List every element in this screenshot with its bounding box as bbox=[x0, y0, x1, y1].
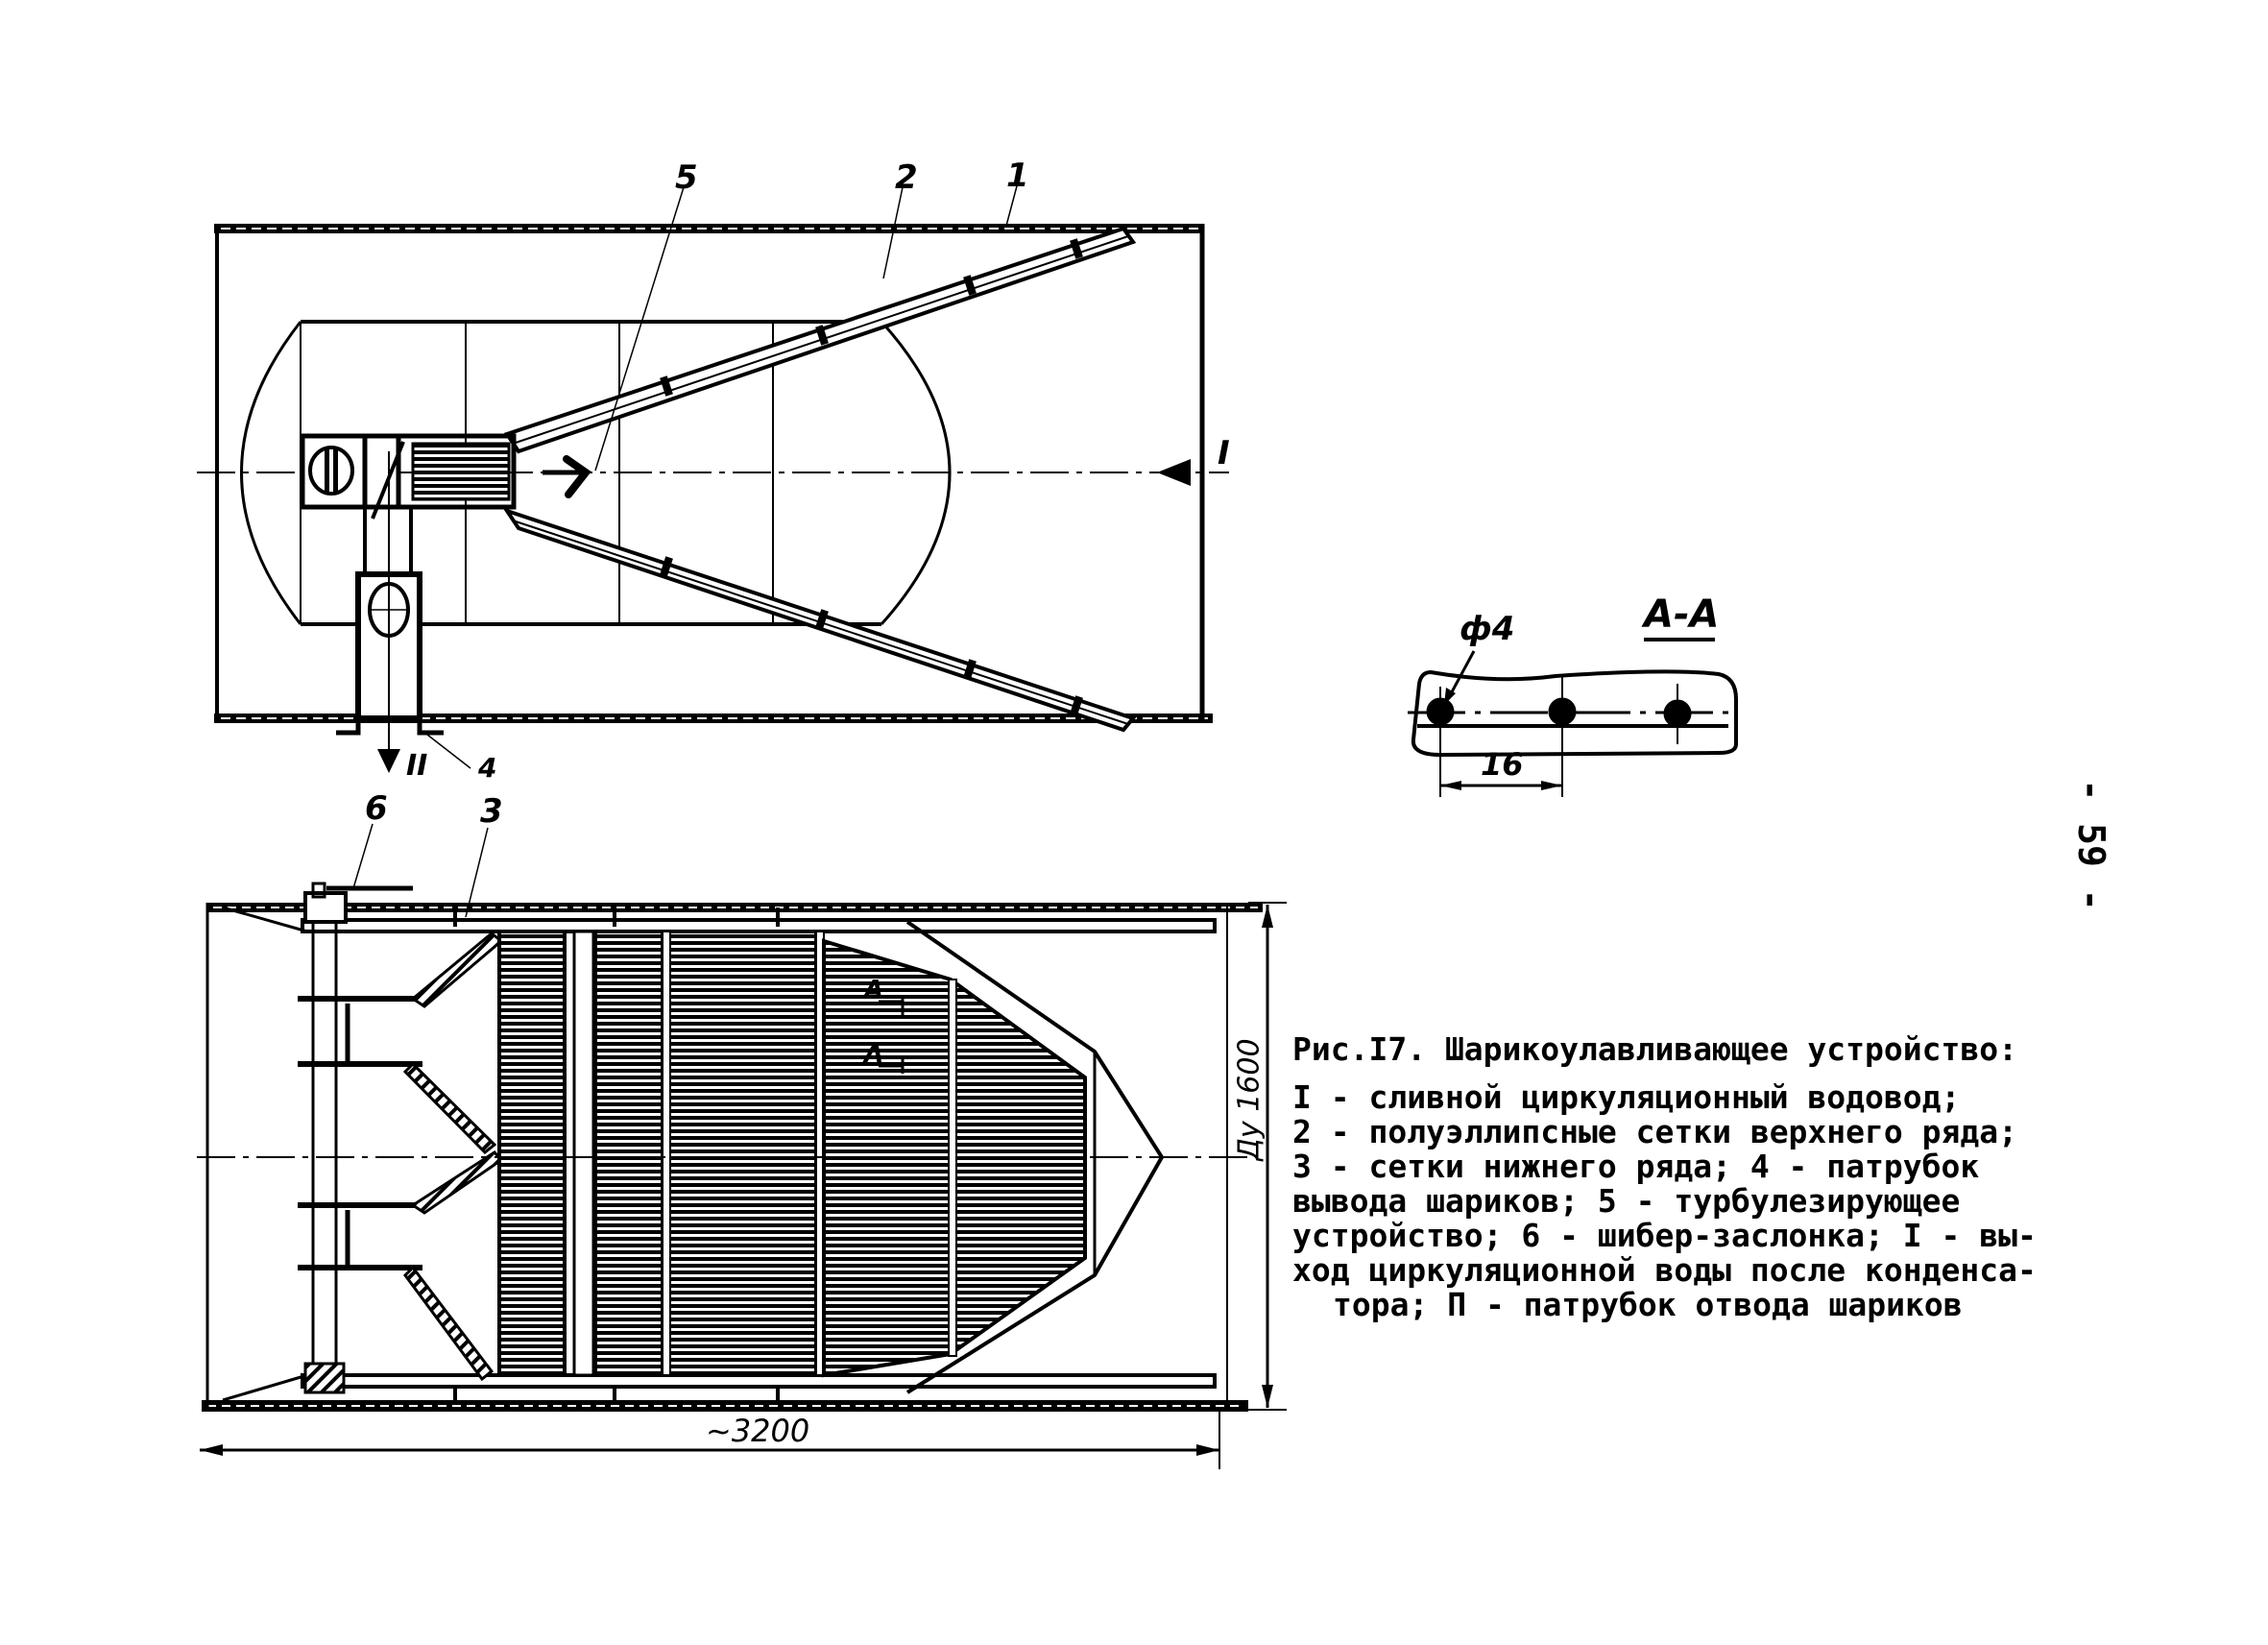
page-number: - 59 - bbox=[2063, 763, 2120, 927]
section-mark-a-2: A bbox=[864, 1040, 884, 1069]
label-flow-out: II bbox=[406, 749, 428, 783]
caption-line: I - сливной циркуляционный водовод; bbox=[1292, 1078, 1961, 1116]
caption-line: устройство; 6 - шибер-заслонка; I - вы- bbox=[1292, 1217, 2037, 1254]
section-mark-a-1: A bbox=[864, 976, 884, 1004]
dimension-length: ~3200 bbox=[706, 1413, 810, 1449]
section-aa-pitch: 16 bbox=[1481, 746, 1524, 783]
top-view bbox=[197, 181, 1229, 773]
caption-title: Рис.I7. Шарикоулавливающее устройство: bbox=[1292, 1030, 2017, 1068]
side-view bbox=[197, 823, 1287, 1469]
page-number-text: - 59 - bbox=[2070, 779, 2112, 911]
label-item-4: 4 bbox=[478, 752, 497, 784]
caption-line: 2 - полуэллипсные сетки верхнего ряда; bbox=[1292, 1113, 2017, 1150]
section-aa-hole-diameter: ф4 bbox=[1460, 610, 1515, 648]
label-item-6: 6 bbox=[365, 789, 388, 828]
section-aa-title: A-A bbox=[1644, 593, 1720, 637]
label-flow-in: I bbox=[1218, 434, 1230, 472]
label-item-5: 5 bbox=[675, 158, 698, 197]
label-item-2: 2 bbox=[895, 158, 918, 197]
label-item-3: 3 bbox=[480, 792, 503, 831]
caption-line: вывода шариков; 5 - турбулезирующее bbox=[1292, 1182, 1961, 1220]
caption-line: тора; П - патрубок отвода шариков bbox=[1333, 1286, 1963, 1323]
figure-caption: Рис.I7. Шарикоулавливающее устройство: I… bbox=[1292, 1032, 2080, 1322]
dimension-diameter: Ду 1600 bbox=[1232, 1038, 1267, 1161]
section-aa bbox=[1408, 638, 1738, 797]
caption-line: 3 - сетки нижнего ряда; 4 - патрубок bbox=[1292, 1148, 1980, 1185]
caption-line: ход циркуляционной воды после конденса- bbox=[1292, 1251, 2037, 1289]
label-item-1: 1 bbox=[1006, 157, 1029, 195]
